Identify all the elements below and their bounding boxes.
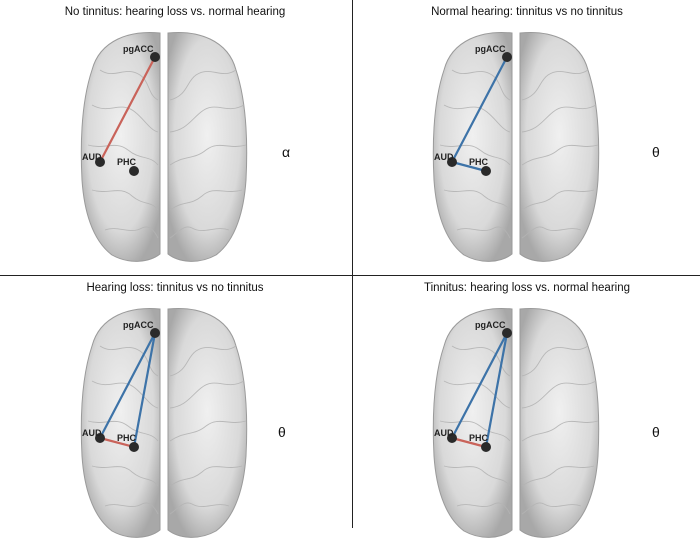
gyri [87,69,247,239]
connection-phc-pgacc [484,331,509,449]
brain-diagram: pgACC AUD PHC [432,31,600,262]
node-label-phc: PHC [469,157,489,167]
node-label-aud: AUD [434,428,454,438]
node-label-pgacc: pgACC [475,320,506,330]
node-aud [447,433,457,443]
node-label-phc: PHC [117,157,137,167]
node-phc [129,166,139,176]
node-label-phc: PHC [117,433,137,443]
connection-aud-pgacc [450,331,509,440]
left-hemisphere [432,31,513,262]
frequency-band-label: θ [278,424,286,440]
panel-title: Hearing loss: tinnitus vs no tinnitus [86,282,264,294]
gyri [87,345,247,515]
connection-aud-pgacc [98,55,157,164]
node-pgacc [150,52,160,62]
left-hemisphere [432,307,513,538]
node-label-pgacc: pgACC [475,44,506,54]
node-label-aud: AUD [82,152,102,162]
node-label-pgacc: pgACC [123,320,154,330]
node-phc [481,166,491,176]
node-aud [95,433,105,443]
connection-aud-pgacc [98,331,157,440]
right-hemisphere [519,31,600,262]
connection-aud-phc [450,436,488,449]
right-hemisphere [167,307,248,538]
brain-diagram: pgACC AUD PHC [432,307,600,538]
frequency-band-label: θ [652,144,660,160]
horizontal-divider [0,275,700,276]
left-hemisphere [80,307,161,538]
brain-diagram: pgACC AUD PHC [80,31,248,262]
connection-phc-pgacc [132,331,157,449]
node-pgacc [150,328,160,338]
vertical-divider [352,0,353,528]
brain-diagram: pgACC AUD PHC [80,307,248,538]
node-phc [481,442,491,452]
frequency-band-label: θ [652,424,660,440]
panel-title: Tinnitus: hearing loss vs. normal hearin… [423,282,631,294]
node-label-phc: PHC [469,433,489,443]
connection-aud-phc [450,160,488,173]
gyri [439,69,599,239]
right-hemisphere [519,307,600,538]
node-label-pgacc: pgACC [123,44,154,54]
gyri [439,345,599,515]
panel-2: Normal hearing: tinnitus vs no tinnitus … [352,0,700,275]
node-label-aud: AUD [82,428,102,438]
panel-4: Tinnitus: hearing loss vs. normal hearin… [352,276,700,551]
node-label-aud: AUD [434,152,454,162]
connection-aud-pgacc [450,55,509,164]
panel-1: No tinnitus: hearing loss vs. normal hea… [0,0,350,275]
node-phc [129,442,139,452]
right-hemisphere [167,31,248,262]
node-aud [447,157,457,167]
node-aud [95,157,105,167]
panel-title: Normal hearing: tinnitus vs no tinnitus [431,6,623,18]
node-pgacc [502,328,512,338]
left-hemisphere [80,31,161,262]
panel-title: No tinnitus: hearing loss vs. normal hea… [64,6,286,18]
connection-aud-phc [98,436,136,449]
panel-3: Hearing loss: tinnitus vs no tinnitus pg… [0,276,350,551]
node-pgacc [502,52,512,62]
frequency-band-label: α [282,144,291,160]
